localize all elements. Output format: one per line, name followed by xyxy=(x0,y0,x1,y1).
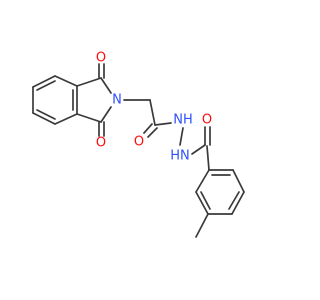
molecule-structure: O O N O NH HN O xyxy=(32,51,245,238)
atom-label-nh: NH xyxy=(173,113,193,128)
bond-lines xyxy=(32,63,245,238)
atom-label-oxygen: O xyxy=(202,113,212,128)
bond xyxy=(231,191,245,215)
bond xyxy=(191,144,206,155)
bond xyxy=(54,75,78,87)
bond xyxy=(195,213,209,238)
bond xyxy=(76,113,102,123)
atom-label-hn: HN xyxy=(170,149,190,164)
atom-label-nitrogen: N xyxy=(112,93,122,108)
bond xyxy=(195,191,209,215)
bond xyxy=(206,145,210,171)
bond-inner xyxy=(36,80,56,91)
bond-inner xyxy=(36,109,56,120)
atom-label-oxygen: O xyxy=(96,51,106,66)
bond xyxy=(32,75,56,88)
bond xyxy=(147,127,158,138)
bond xyxy=(195,169,210,193)
bond xyxy=(179,127,184,146)
bond xyxy=(54,113,78,125)
bond xyxy=(32,112,56,125)
bond-inner xyxy=(200,191,211,210)
bond xyxy=(100,77,112,94)
bond xyxy=(149,99,156,126)
atom-labels: O O N O NH HN O xyxy=(96,51,212,164)
bond xyxy=(100,106,112,123)
atom-label-oxygen: O xyxy=(96,136,106,151)
bond xyxy=(232,169,245,193)
atom-label-oxygen: O xyxy=(134,135,144,150)
bond-inner xyxy=(228,191,240,210)
bond xyxy=(143,123,153,134)
bond xyxy=(76,77,102,87)
bond xyxy=(154,122,172,126)
